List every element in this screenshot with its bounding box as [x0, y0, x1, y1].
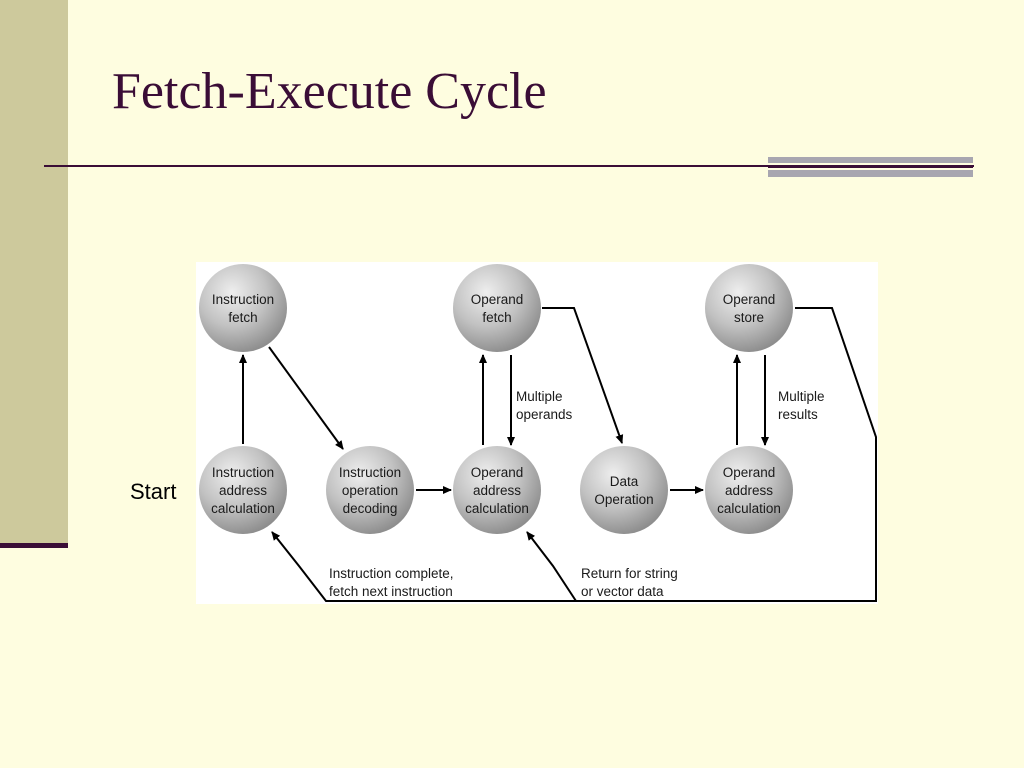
edge-instruction-complete: [271, 307, 877, 602]
node-circle: [580, 446, 668, 534]
edge-label-line: Instruction complete,: [329, 566, 454, 581]
node-label-line: fetch: [228, 310, 257, 325]
node-label-line: Operand: [471, 292, 524, 307]
node-label-line: operation: [342, 483, 398, 498]
node-label-line: Data: [610, 474, 639, 489]
start-label: Start: [130, 479, 177, 504]
node-circle: [705, 264, 793, 352]
node-label-line: Instruction: [339, 465, 401, 480]
node-circle: [705, 446, 793, 534]
node-label-line: address: [473, 483, 521, 498]
node-instruction-operation-decoding: Instruction operation decoding: [326, 446, 414, 534]
node-operand-fetch: Operand fetch: [453, 264, 541, 352]
edge-label-line: Return for string: [581, 566, 678, 581]
edge-label-line: Multiple: [516, 389, 563, 404]
node-circle: [199, 446, 287, 534]
node-label-line: calculation: [717, 501, 781, 516]
node-operand-address-calculation-1: Operand address calculation: [453, 446, 541, 534]
node-label-line: Operand: [471, 465, 524, 480]
node-operand-address-calculation-2: Operand address calculation: [705, 446, 793, 534]
node-label-line: Instruction: [212, 465, 274, 480]
node-label-line: decoding: [343, 501, 398, 516]
node-label-line: calculation: [465, 501, 529, 516]
edge-if-to-iod: [268, 346, 344, 450]
node-label-line: store: [734, 310, 764, 325]
edge-label-line: operands: [516, 407, 573, 422]
edge-label-line: or vector data: [581, 584, 664, 599]
edge-return-for-string: [526, 531, 577, 602]
node-label-line: Operation: [594, 492, 653, 507]
node-label-line: Operand: [723, 292, 776, 307]
node-circle: [453, 446, 541, 534]
node-label-line: address: [219, 483, 267, 498]
node-operand-store: Operand store: [705, 264, 793, 352]
node-label-line: calculation: [211, 501, 275, 516]
edge-label-multiple-results: Multiple results: [778, 389, 825, 422]
edge-label-instruction-complete: Instruction complete, fetch next instruct…: [329, 566, 454, 599]
node-instruction-address-calculation: Instruction address calculation: [199, 446, 287, 534]
node-label-line: fetch: [482, 310, 511, 325]
slide-title: Fetch-Execute Cycle: [112, 63, 547, 120]
side-band: [0, 0, 68, 545]
edge-label-line: Multiple: [778, 389, 825, 404]
edge-of-to-dataop: [542, 307, 624, 444]
node-instruction-fetch: Instruction fetch: [199, 264, 287, 352]
node-circle: [453, 264, 541, 352]
node-circle: [326, 446, 414, 534]
node-label-line: Instruction: [212, 292, 274, 307]
title-rule-accent: [768, 157, 973, 179]
edge-label-multiple-operands: Multiple operands: [516, 389, 573, 422]
edge-label-line: results: [778, 407, 818, 422]
node-label-line: Operand: [723, 465, 776, 480]
edge-label-line: fetch next instruction: [329, 584, 453, 599]
node-circle: [199, 264, 287, 352]
side-band-line: [0, 543, 68, 548]
edge-label-return-for-string: Return for string or vector data: [581, 566, 678, 599]
node-label-line: address: [725, 483, 773, 498]
title-rule: [44, 165, 974, 167]
